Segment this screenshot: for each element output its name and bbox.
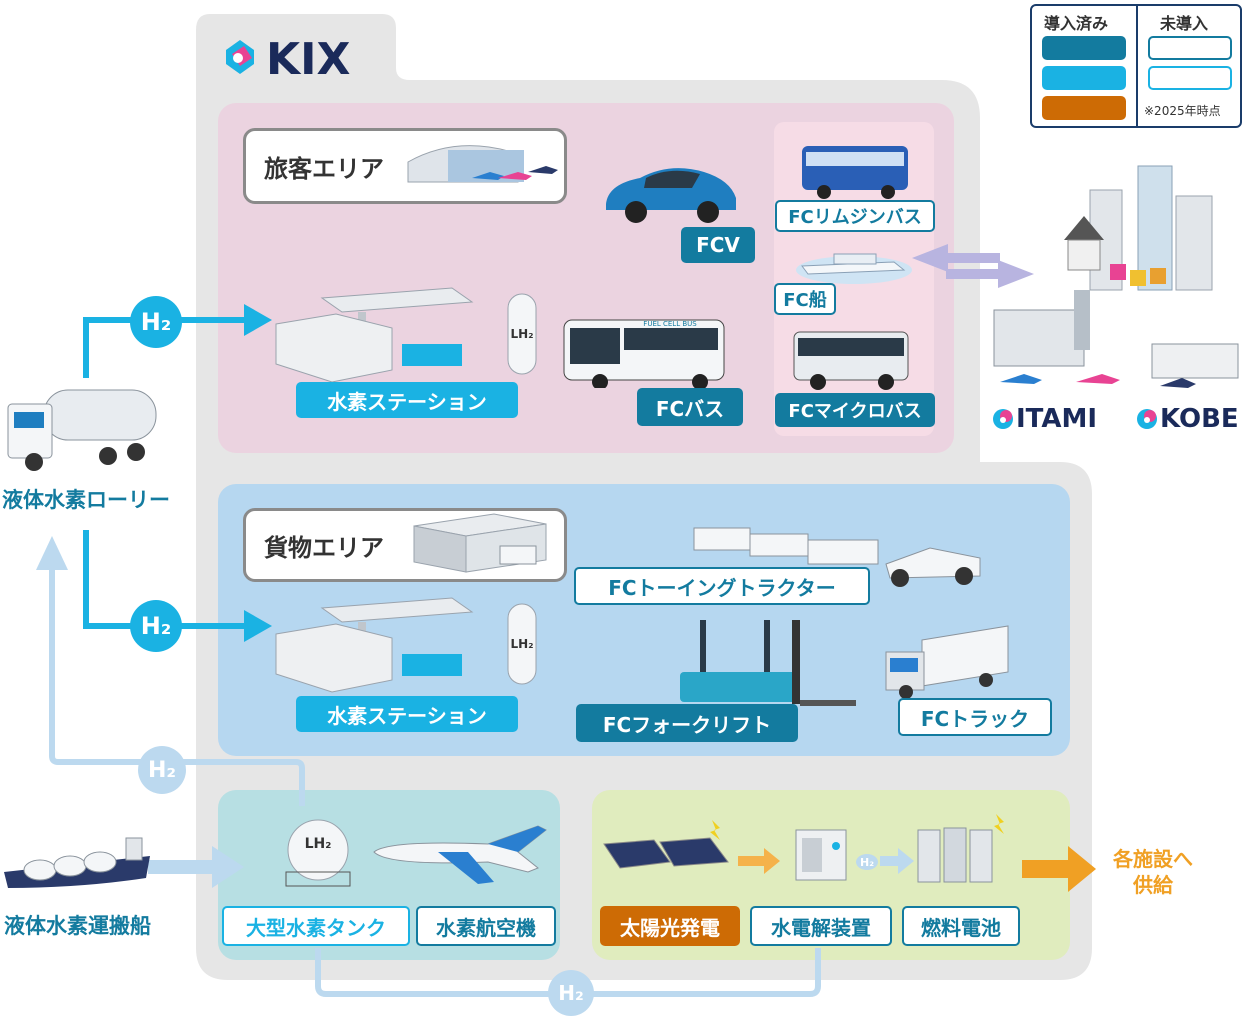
hydrogen-station-passenger-illustration: LH₂ [275,287,537,383]
lh2-sphere-tank-illustration: LH₂ [285,819,351,887]
fc-truck-illustration [885,625,1009,698]
hydrogen-station-cargo-illustration: LH₂ [275,597,537,693]
legend-implemented-label: 導入済み [1044,14,1109,33]
fcv-illustration [606,168,736,223]
legend-note: ※2025年時点 [1144,104,1221,118]
lorry-illustration [7,389,157,471]
fc-forklift-label: FCフォークリフト [576,704,798,742]
h2-badge-return: H₂ [138,746,186,794]
electrolyzer-label: 水電解装置 [750,906,892,946]
h2-line-cargo [83,530,255,629]
supply-text: 各施設へ 供給 [1100,846,1206,898]
cargo-area-label: 貨物エリア [264,533,384,562]
fc-ship-illustration [796,253,912,284]
h2-arrowhead-cargo [244,610,272,642]
solar-panel-illustration [603,820,729,869]
h2-badge-passenger: H₂ [130,296,182,348]
supply-text-line1: 各施設へ [1113,847,1193,871]
itami-logo-mark [993,409,1013,429]
forklift-illustration [680,620,856,706]
fc-microbus-illustration [793,331,909,390]
hydrogen-station-label-passenger: 水素ステーション [296,382,518,418]
fc-limousine-bus-label: FCリムジンバス [775,200,935,232]
carrier-ship-illustration [4,837,150,888]
fuel-cell-bus-text: FUEL CELL BUS [643,320,697,328]
double-arrow-right [946,260,1034,288]
limousine-bus-illustration [802,146,908,199]
fuel-cell-illustration [917,814,1004,883]
city-illustration [1064,165,1213,291]
lorry-label: 液体水素ローリー [2,488,170,512]
lh2-tank-text-passenger: LH₂ [511,327,534,341]
hydrogen-aircraft-label: 水素航空機 [416,906,556,946]
fc-microbus-label: FCマイクロバス [775,393,935,427]
fc-ship-label: FC船 [774,283,836,315]
large-hydrogen-tank-label: 大型水素タンク [222,906,410,946]
hydrogen-aircraft-illustration [373,825,547,884]
kix-logo-mark [226,40,254,74]
h2-badge-cargo: H₂ [130,600,182,652]
kobe-logo-text: KOBE [1160,404,1239,434]
kix-logo: KIX [218,34,368,85]
towing-tractor-illustration [693,527,981,587]
supply-arrowhead [1068,846,1096,892]
double-arrow-left [912,244,1000,272]
legend-not-implemented-label: 未導入 [1160,14,1209,33]
h2-small-badge: H₂ [856,854,878,870]
passenger-area-label: 旅客エリア [264,154,384,183]
legend-swatch-orange [1042,96,1126,120]
fc-bus-illustration: FUEL CELL BUS [563,319,725,388]
lightning-icon-solar [710,820,720,840]
solar-arrow-body [738,856,768,866]
itami-logo-text: ITAMI [1016,404,1098,434]
h2-badge-bottom: H₂ [548,970,594,1016]
electrolyzer-arrow-body [880,856,900,866]
legend-divider [1136,6,1138,126]
h2-line-passenger [83,317,255,378]
cargo-building-illustration [413,513,547,573]
supply-text-line2: 供給 [1133,873,1173,897]
ship-arrow-body [148,860,220,874]
lh2-sphere-text: LH₂ [305,836,332,852]
legend-swatch-outline-dark [1148,36,1232,60]
kobe-logo-mark [1137,409,1157,429]
kobe-airport-illustration [1151,343,1239,388]
kix-logo-text: KIX [266,34,351,85]
legend-swatch-cyan [1042,66,1126,90]
h2-return-arrowhead [36,536,68,570]
lightning-icon-fuel-cell [994,814,1004,834]
electrolyzer-arrowhead [898,848,914,874]
lh2-tank-text-cargo: LH₂ [511,637,534,651]
legend: 導入済み 未導入 ※2025年時点 [1030,4,1242,128]
ship-arrowhead [212,846,244,888]
electrolyzer-illustration [795,829,847,881]
supply-arrow-body [1022,860,1072,878]
solar-arrowhead [764,848,780,874]
itami-airport-illustration [993,290,1120,384]
fc-truck-label: FCトラック [898,698,1052,736]
terminal-illustration [407,145,558,183]
hydrogen-station-label-cargo: 水素ステーション [296,696,518,732]
legend-swatch-dark [1042,36,1126,60]
carrier-ship-label: 液体水素運搬船 [4,914,151,938]
fuel-cell-label: 燃料電池 [902,906,1020,946]
h2-arrowhead-passenger [244,304,272,336]
legend-swatch-outline-cyan [1148,66,1232,90]
fcv-label: FCV [681,227,755,263]
fc-bus-label: FCバス [637,388,743,426]
fc-towing-tractor-label: FCトーイングトラクター [574,567,870,605]
solar-power-label: 太陽光発電 [600,906,740,946]
